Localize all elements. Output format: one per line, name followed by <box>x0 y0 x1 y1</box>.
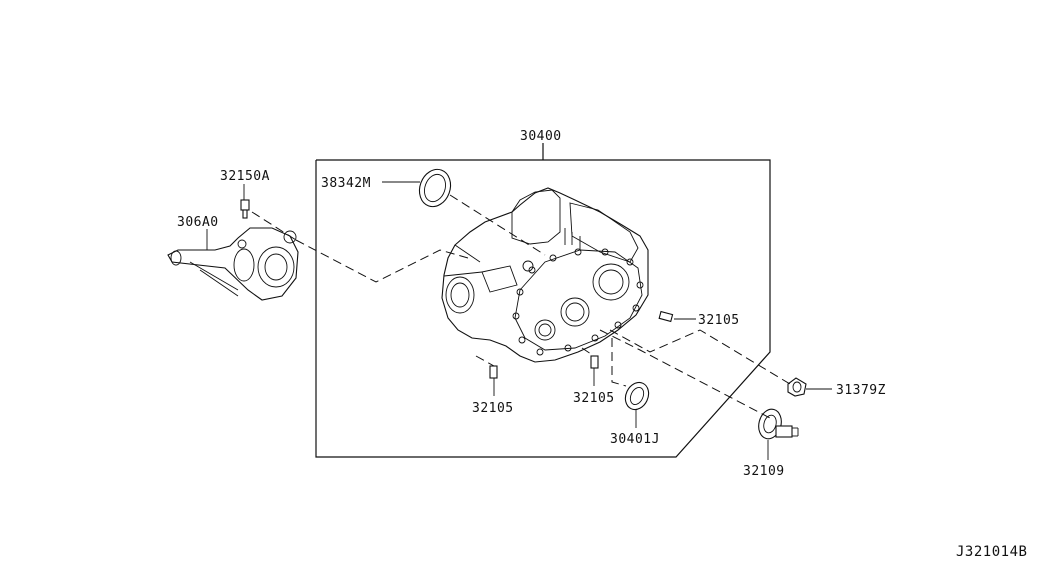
dash-38342M <box>449 194 546 256</box>
label-32109: 32109 <box>743 464 785 479</box>
release-bearing-306A0 <box>167 227 299 301</box>
label-32105-right: 32105 <box>698 313 740 328</box>
seal-38342M <box>418 168 452 208</box>
bolt-32150A <box>240 199 250 219</box>
label-30401J: 30401J <box>610 432 660 447</box>
oil-seal-30401J <box>624 381 650 411</box>
transmission-case <box>441 187 649 363</box>
label-32105-left: 32105 <box>472 401 514 416</box>
dowel-pin-right <box>658 310 674 323</box>
label-38342M: 38342M <box>321 176 371 191</box>
dash-32109 <box>599 329 771 419</box>
drawing-code: J321014B <box>956 544 1027 560</box>
drain-plug-32109 <box>758 408 799 440</box>
dowel-pin-left <box>489 365 498 379</box>
dash-31379Z <box>609 329 791 385</box>
label-32105-mid: 32105 <box>573 391 615 406</box>
label-31379Z: 31379Z <box>836 383 886 398</box>
label-306A0: 306A0 <box>177 215 219 230</box>
plug-31379Z <box>787 377 807 397</box>
label-30400: 30400 <box>520 129 562 144</box>
dash-32105-left <box>475 355 495 367</box>
dash-32150A <box>251 211 297 241</box>
dash-30401J <box>611 338 627 387</box>
dash-306A0 <box>295 239 469 283</box>
assembly-frame <box>315 159 771 458</box>
dash-32105-mid <box>581 347 595 357</box>
label-32150A: 32150A <box>220 169 270 184</box>
dowel-pin-mid <box>590 355 599 369</box>
